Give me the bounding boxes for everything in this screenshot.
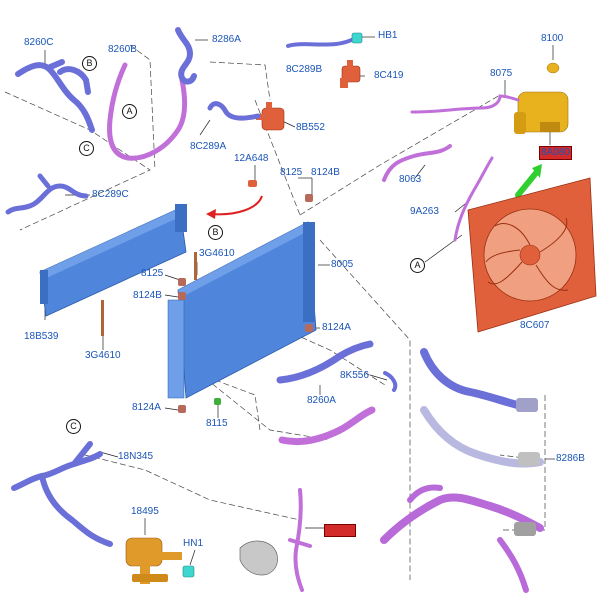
label-9A263: 9A263 [410,206,439,217]
radiator-18B539 [39,204,187,317]
label-8100: 8100 [541,33,564,44]
valve-8115 [214,398,221,405]
label-8124A-bottom: 8124A [132,402,161,413]
pipe-3G4610b [101,300,104,336]
hose-bottom-center [288,488,312,592]
cap-8125-lower [178,278,186,286]
plug-8124B [178,292,186,300]
callout-A-top: A [122,104,137,119]
label-8K556: 8K556 [340,370,369,381]
hose-8C289A [207,101,261,121]
pipe-3G4610a [194,252,197,280]
label-18495: 18495 [131,506,159,517]
connector-HB1 [351,32,363,44]
label-12A648: 12A648 [234,153,269,164]
label-18B539: 18B539 [24,331,59,342]
red-arrow-head [206,209,216,219]
hose-8075 [410,94,520,114]
label-8C289C: 8C289C [92,189,129,200]
label-8286B: 8286B [556,453,585,464]
hose-9A263 [453,156,494,242]
callout-C-top: C [79,141,94,156]
label-8286A: 8286A [212,34,241,45]
valve-8C419 [340,60,361,88]
bracket-bottom-center [239,540,278,576]
label-18N345: 18N345 [118,451,154,462]
highlight-box-bottom [324,524,356,537]
fan-shroud-8C607 [467,177,597,333]
callout-A-right: A [410,258,425,273]
dashed-leader-lines [4,44,546,580]
hose-8C289C [5,173,89,215]
label-8124B-upper: 8124B [311,167,340,178]
reservoir-8A080 [514,91,569,134]
hose-8286A [175,27,197,85]
label-8C289A: 8C289A [190,141,227,152]
label-8C419: 8C419 [374,70,404,81]
fitting-8286B-lower [514,522,536,536]
label-8063: 8063 [399,174,422,185]
label-8260A: 8260A [307,395,336,406]
label-8C607: 8C607 [520,320,550,331]
label-3G4610-lower: 3G4610 [85,350,121,361]
radiator-8005 [167,221,317,399]
sensor-12A648 [248,180,257,187]
callout-B-radiator: B [208,225,223,240]
label-8B552: 8B552 [296,122,325,133]
fitting-8286B-middle [518,452,540,466]
label-8075: 8075 [490,68,513,79]
label-8260B: 8260B [108,44,137,55]
pump-18495 [125,537,182,584]
callout-C-bottom: C [66,419,81,434]
hose-8260B [107,62,188,161]
plug-8124A-bottom [178,405,186,413]
hose-8286B [380,348,544,593]
label-8005: 8005 [331,259,354,270]
label-8115: 8115 [206,418,228,429]
label-8C289B: 8C289B [286,64,323,75]
label-8260C: 8260C [24,37,54,48]
cap-8100 [546,62,560,74]
green-arrow [515,164,542,198]
connector-HN1 [182,565,195,578]
red-arrow [209,195,263,216]
label-8A080: 8A080 [539,146,572,160]
cap-8125-upper [305,194,313,202]
label-8124A-right: 8124A [322,322,351,333]
hose-8063 [382,144,452,182]
label-HB1: HB1 [378,30,398,41]
label-3G4610-upper: 3G4610 [199,248,235,259]
callout-B-top: B [82,56,97,71]
hose-8260A [276,340,398,446]
hose-8260C [15,59,95,133]
label-8125-upper: 8125 [280,167,303,178]
label-HN1: HN1 [183,538,204,549]
plug-8124A-right [305,324,313,332]
hose-8C289B [286,36,358,48]
label-8125-lower: 8125 [141,268,164,279]
label-8124B-lower: 8124B [133,290,162,301]
hose-18N345 [11,441,113,547]
fitting-8286B-upper [516,398,538,412]
